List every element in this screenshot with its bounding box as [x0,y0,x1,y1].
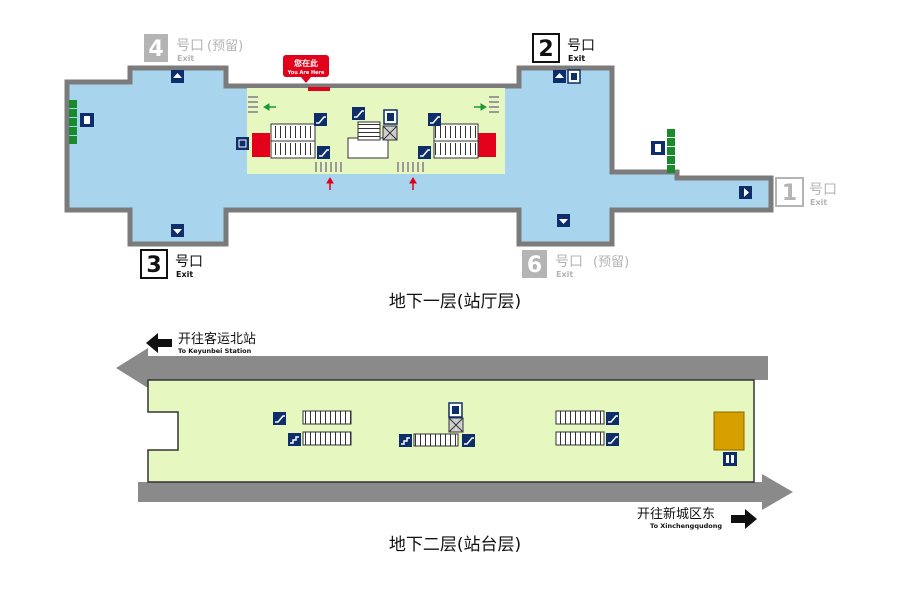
exit-reserved-label: (预留) [207,39,243,54]
red-arrow-up-left [326,177,334,190]
exit-number: 2 [538,37,553,62]
exit-number: 3 [146,253,161,278]
platform-stairs-center [413,417,464,447]
arrow-right-icon [731,509,757,529]
direction-label-left: 开往客运北站 To Keyunbei Station [146,331,256,355]
direction-right-cn: 开往新城区东 [637,506,715,522]
elevator [382,125,398,141]
fare-gates-top-right [489,96,499,113]
exit-reserved-label: (预留) [593,255,629,270]
platform-escalator-right [555,410,605,446]
you-are-here-en: You Are Here [287,70,325,76]
exit-sign-3: 3 号口 Exit [140,249,203,279]
green-arrow-right [474,103,487,111]
direction-left-en: To Keyunbei Station [178,347,252,355]
direction-arrow-left [116,348,768,388]
platform-escalator-left [302,410,352,446]
ticket-gate-right [478,133,496,157]
you-are-here-callout: 您在此 You Are Here [283,55,329,83]
escalator-icon [606,433,619,446]
escalator-icon [606,412,619,425]
escalator-left [270,123,316,159]
platform-floor [116,348,793,510]
central-stairs [347,121,389,159]
direction-label-right: 开往新城区东 To Xinchengqudong [637,506,757,530]
exit-label: 号口 [809,182,837,198]
exit-number: 1 [782,181,797,206]
accessible-elevator-icon [448,402,463,418]
exit-down-icon [557,214,570,227]
escalator-icon [428,113,441,126]
toilet-icon [723,452,737,466]
exit-label: 号口 [567,38,595,54]
escalator-icon [273,412,286,425]
red-arrow-up-right [409,177,417,190]
exit-label: 号口 [175,254,203,270]
arrow-left-icon [146,333,172,353]
fare-gates-bottom-left [315,162,342,172]
exit-up-icon [553,70,566,83]
exit-sign-4: 4 号口 (预留) Exit [144,34,243,63]
exit-en-label: Exit [810,198,827,207]
stairs-icon [399,434,412,447]
escalator-icon [462,434,475,447]
exit-number: 4 [148,37,163,62]
escalator-icon [418,146,431,159]
concourse-floor [64,65,774,247]
exit-en-label: Exit [556,270,573,279]
platform-caption: 地下二层(站台层) [389,535,521,555]
exit-sign-2: 2 号口 Exit [532,33,595,63]
escalator-right [433,123,479,159]
exit-sign-1: 1 号口 Exit [775,177,837,207]
green-arrow-left [263,103,276,111]
stairs-icon [288,433,301,446]
exit-up-icon [171,70,184,83]
exit-en-label: Exit [177,54,194,63]
exit-label: 号口 [176,38,204,54]
exit-right-icon [739,186,752,199]
concourse-caption: 地下一层(站厅层) [389,292,521,312]
direction-arrow-right [138,474,793,510]
elevator-icon [567,69,581,84]
escalator-icon [314,113,327,126]
exit-sign-6: 6 号口 (预留) Exit [522,250,629,279]
ticket-machines-left [69,100,77,144]
escalator-icon [352,107,365,120]
ticket-gate-left [252,133,270,157]
ticket-machine-icon [80,113,94,127]
accessible-elevator-icon [383,109,398,125]
exit-down-icon [171,224,184,237]
fare-gates-top-left [248,96,258,113]
ticket-machines-right [667,129,675,173]
exit-en-label: Exit [176,270,193,279]
equipment-room [713,411,745,451]
direction-right-en: To Xinchengqudong [650,522,722,530]
you-are-here-marker [308,87,330,91]
exit-en-label: Exit [568,54,585,63]
exit-label: 号口 [555,254,583,270]
direction-left-cn: 开往客运北站 [178,331,256,347]
you-are-here-cn: 您在此 [294,58,318,68]
ticket-machine-icon [651,141,665,155]
exit-number: 6 [527,253,542,278]
fare-gates-bottom-right [397,162,424,172]
escalator-icon [317,146,330,159]
gate-icon [236,137,249,150]
